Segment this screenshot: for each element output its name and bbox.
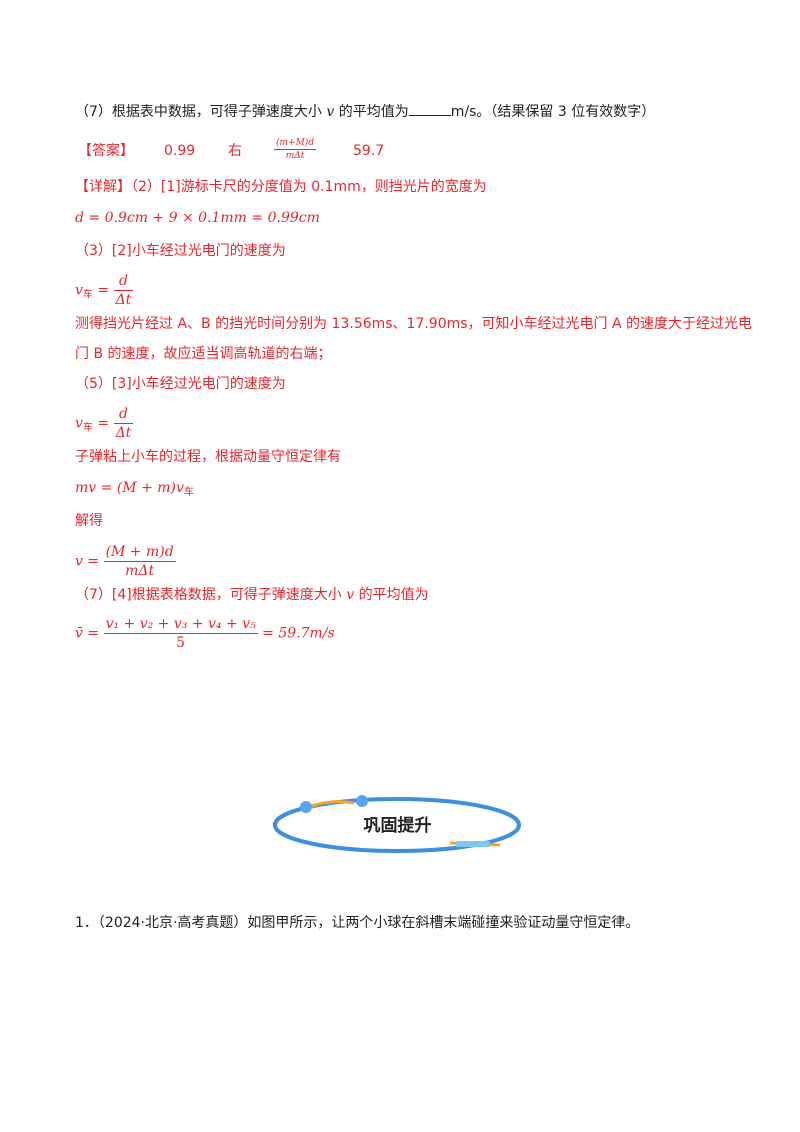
fraction-denominator: mΔt [125, 563, 155, 579]
section-badge: 巩固提升 [270, 785, 525, 860]
v-symbol: v [75, 553, 83, 570]
section-title: 巩固提升 [363, 816, 432, 836]
fraction-denominator: Δt [115, 425, 132, 441]
car-subscript: 车 [82, 422, 93, 434]
fraction-numerator: d [113, 272, 134, 291]
answer-3-numerator: (m+M)d [274, 138, 317, 150]
question-1: 1．（2024·北京·高考真题）如图甲所示，让两个小球在斜槽末端碰撞来验证动量守… [75, 915, 640, 931]
detail-line-1: 【详解】（2）[1]游标卡尺的分度值为 0.1mm，则挡光片的宽度为 [75, 177, 487, 197]
equals-sign: = [97, 415, 110, 432]
v-symbol: v [75, 415, 83, 432]
answer-3: (m+M)d mΔt [274, 137, 317, 162]
equation-v-car-1: v车 = d Δt [75, 272, 134, 309]
equation-width: d = 0.9cm + 9 × 0.1mm = 0.99cm [75, 210, 320, 226]
equals-sign: = [87, 553, 100, 570]
v-symbol: v [75, 282, 83, 299]
detail-line-3b: 门 B 的速度，故应适当调高轨道的右端； [75, 346, 332, 362]
detail-line-6: 解得 [75, 513, 103, 529]
answer-3-denominator: mΔt [285, 151, 305, 161]
detail-line-2: （3）[2]小车经过光电门的速度为 [75, 243, 286, 259]
detail-line-7: （7）[4]根据表格数据，可得子弹速度大小 v 的平均值为 [75, 585, 429, 605]
answer-blank [408, 101, 451, 116]
answer-line: 【答案】 [78, 141, 134, 161]
equation-v-car-2: v车 = d Δt [75, 405, 134, 442]
fraction-numerator: d [113, 405, 134, 424]
equals-sign: = [97, 282, 110, 299]
v-symbol: v [346, 587, 355, 603]
detail-text-1: （2）[1]游标卡尺的分度值为 0.1mm，则挡光片的宽度为 [131, 179, 487, 195]
question-7: （7）根据表中数据，可得子弹速度大小 v 的平均值为 m/s。（结果保留 3 位有… [75, 101, 655, 122]
detail-text-7b: 的平均值为 [358, 587, 429, 603]
fraction-numerator: (M + m)d [103, 544, 176, 562]
fraction-denominator: Δt [115, 292, 132, 308]
detail-line-3a: 测得挡光片经过 A、B 的挡光时间分别为 13.56ms、17.90ms，可知小… [75, 316, 753, 332]
fraction-denominator: 5 [176, 635, 186, 651]
detail-line-5: 子弹粘上小车的过程，根据动量守恒定律有 [75, 449, 341, 465]
equation-average: v̄ = v₁ + v₂ + v₃ + v₄ + v₅ 5 = 59.7m/s [75, 615, 335, 652]
detail-line-4: （5）[3]小车经过光电门的速度为 [75, 376, 286, 392]
q7-prefix: （7）根据表中数据，可得子弹速度大小 [75, 104, 322, 120]
car-subscript: 车 [82, 289, 93, 301]
average-result: = 59.7m/s [262, 625, 335, 642]
answer-4: 59.7 [353, 143, 385, 159]
answer-1: 0.99 [164, 143, 196, 159]
fraction-numerator: v₁ + v₂ + v₃ + v₄ + v₅ [103, 616, 258, 634]
v-bar-symbol: v̄ [75, 625, 83, 642]
q7-mid: 的平均值为 [338, 104, 409, 120]
answer-2: 右 [228, 143, 242, 159]
badge-ring-icon [273, 795, 521, 853]
q7-suffix: m/s。（结果保留 3 位有效数字） [450, 104, 656, 120]
detail-text-7a: （7）[4]根据表格数据，可得子弹速度大小 [75, 587, 342, 603]
equation-v-bullet: v = (M + m)d mΔt [75, 543, 176, 580]
car-subscript: 车 [183, 487, 194, 498]
q7-var: v [326, 104, 335, 120]
equation-momentum: mv = (M + m)v车 [75, 478, 194, 503]
equals-sign: = [87, 625, 100, 642]
detail-label: 【详解】 [75, 179, 131, 195]
answer-label: 【答案】 [78, 143, 134, 159]
momentum-equation: mv = (M + m)v [75, 480, 184, 496]
